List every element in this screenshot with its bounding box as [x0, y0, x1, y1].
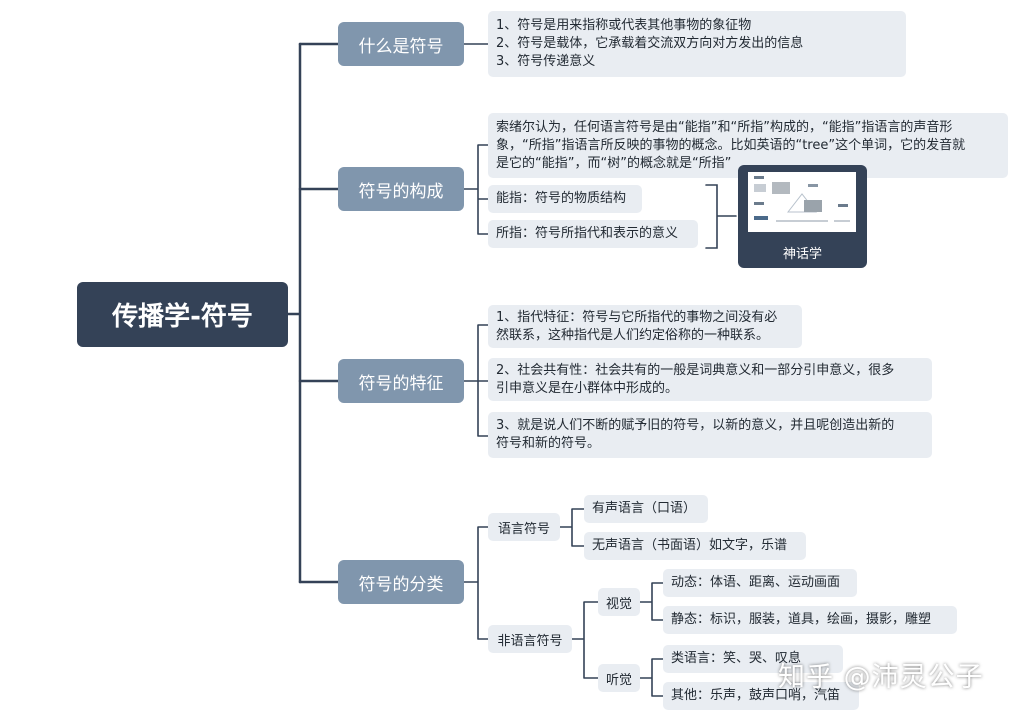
node-auditory[interactable]: 听觉 [598, 664, 640, 692]
root-topic[interactable]: 传播学-符号 [77, 282, 288, 347]
leaf-line: 类语言：笑、哭、叹息 [671, 651, 802, 666]
leaf-visual-dynamic[interactable]: 动态：体语、距离、运动画面 [663, 569, 857, 597]
leaf-feature-reference[interactable]: 1、指代特征：符号与它所指代的事物之间没有必 然联系，这种指代是人们约定俗称的一… [488, 305, 802, 348]
leaf-line: 有声语言（口语） [592, 501, 697, 516]
branch-what-is-symbol[interactable]: 什么是符号 [338, 22, 464, 66]
node-label: 听觉 [605, 672, 632, 688]
watermark: 知乎 @沛灵公子 [778, 662, 984, 693]
leaf-line: 引申意义是在小群体中形成的。 [496, 380, 679, 396]
leaf-line: 3、符号传递意义 [496, 54, 596, 69]
branch-symbol-classification[interactable]: 符号的分类 [338, 560, 464, 604]
leaf-written-language[interactable]: 无声语言（书面语）如文字，乐谱 [584, 532, 806, 560]
leaf-visual-static[interactable]: 静态：标识，服装，道具，绘画，摄影，雕塑 [663, 606, 957, 634]
leaf-line: 其他：乐声，鼓声口哨，汽笛 [671, 688, 841, 703]
branch-symbol-composition[interactable]: 符号的构成 [338, 167, 464, 211]
leaf-line: 象，“所指”指语言所反映的事物的概念。比如英语的“tree”这个单词，它的发音就 [496, 137, 966, 153]
leaf-feature-social[interactable]: 2、社会共有性：社会共有的一般是词典意义和一部分引申意义，很多 引申意义是在小群… [488, 358, 932, 401]
image-caption: 神话学 [782, 247, 822, 262]
leaf-signifier[interactable]: 能指：符号的物质结构 [488, 185, 642, 213]
node-nonverbal-symbols[interactable]: 非语言符号 [488, 625, 572, 653]
leaf-line: 符号和新的符号。 [496, 436, 601, 451]
leaf-line: 无声语言（书面语）如文字，乐谱 [592, 538, 788, 553]
node-label: 语言符号 [497, 521, 550, 537]
image-card-mythology[interactable]: 神话学 [738, 165, 867, 268]
leaf-line: 静态：标识，服装，道具，绘画，摄影，雕塑 [671, 612, 932, 627]
leaf-line: 是它的“能指”，而“树”的概念就是“所指” [496, 155, 732, 171]
node-visual[interactable]: 视觉 [598, 588, 640, 616]
node-label: 非语言符号 [497, 633, 563, 649]
leaf-line: 2、符号是载体，它承载着交流双方向对方发出的信息 [496, 36, 804, 51]
leaf-auditory-other[interactable]: 其他：乐声，鼓声口哨，汽笛 [663, 682, 859, 710]
leaf-line: 1、指代特征：符号与它所指代的事物之间没有必 [496, 309, 778, 325]
branch-symbol-features[interactable]: 符号的特征 [338, 359, 464, 403]
leaf-line: 3、就是说人们不断的赋予旧的符号，以新的意义，并且呢创造出新的 [496, 418, 895, 433]
branch-label: 符号的特征 [358, 373, 444, 394]
node-label: 视觉 [605, 596, 632, 612]
thumbnail-diagram-icon [754, 176, 850, 222]
node-verbal-symbols[interactable]: 语言符号 [488, 513, 560, 541]
leaf-feature-renewal[interactable]: 3、就是说人们不断的赋予旧的符号，以新的意义，并且呢创造出新的 符号和新的符号。 [488, 412, 932, 458]
leaf-line: 然联系，这种指代是人们约定俗称的一种联系。 [496, 327, 770, 343]
branch-label: 符号的构成 [358, 181, 444, 202]
leaf-line: 所指：符号所指代和表示的意义 [496, 226, 679, 241]
branch-label: 什么是符号 [358, 36, 444, 57]
leaf-signified[interactable]: 所指：符号所指代和表示的意义 [488, 220, 698, 248]
leaf-line: 能指：符号的物质结构 [496, 191, 627, 206]
leaf-line: 1、符号是用来指称或代表其他事物的象征物 [496, 18, 752, 33]
leaf-paralanguage[interactable]: 类语言：笑、哭、叹息 [663, 645, 843, 673]
leaf-line: 索绪尔认为，任何语言符号是由“能指”和“所指”构成的，“能指”指语言的声音形 [496, 119, 953, 135]
leaf-line: 动态：体语、距离、运动画面 [671, 575, 841, 590]
root-topic-label: 传播学-符号 [112, 302, 253, 332]
branch-label: 符号的分类 [358, 574, 444, 595]
leaf-symbol-definition[interactable]: 1、符号是用来指称或代表其他事物的象征物 2、符号是载体，它承载着交流双方向对方… [488, 11, 906, 77]
leaf-line: 2、社会共有性：社会共有的一般是词典意义和一部分引申意义，很多 [496, 362, 895, 378]
leaf-spoken-language[interactable]: 有声语言（口语） [584, 495, 708, 523]
diagram-thumbnail [748, 172, 856, 232]
